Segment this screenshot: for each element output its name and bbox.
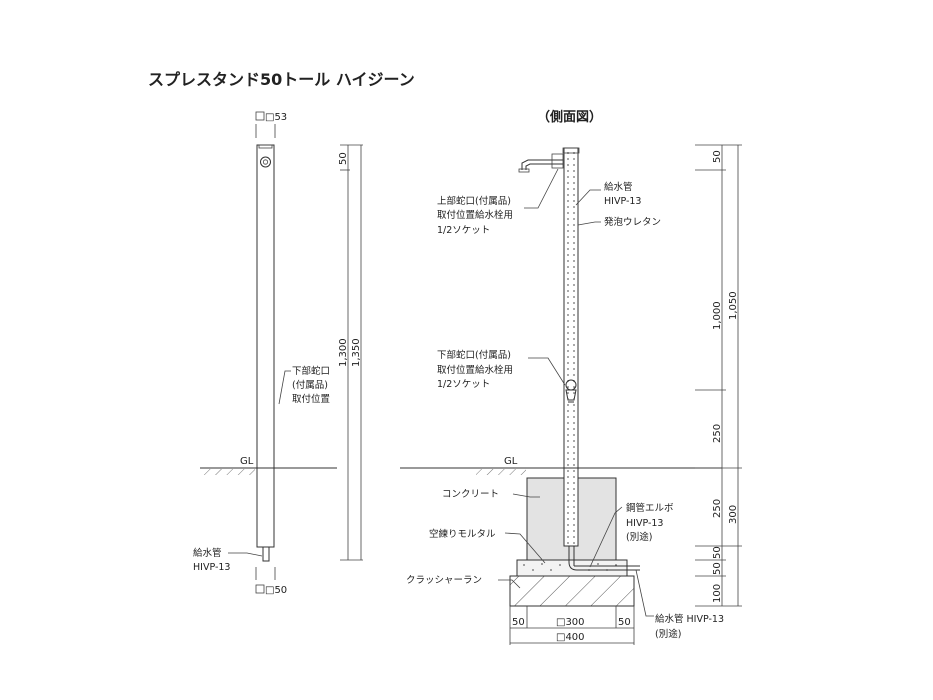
bottom-pipe-label-1: 給水管 HIVP-13 xyxy=(655,613,724,625)
crusher-run-label: クラッシャーラン xyxy=(406,575,482,586)
front-gl-label: GL xyxy=(240,456,254,467)
dim-right-50-top: 50 xyxy=(712,150,723,163)
upper-faucet-label-2: 取付位置給水栓用 xyxy=(437,209,513,221)
upper-faucet-label-3: 1/2ソケット xyxy=(437,225,490,236)
upper-faucet-label-1: 上部蛇口(付属品) xyxy=(437,195,511,207)
mortar-label: 空練りモルタル xyxy=(429,528,496,540)
front-bottom-size: □50 xyxy=(265,585,287,596)
dim-bottom-left-50: 50 xyxy=(512,617,525,628)
foam-label: 発泡ウレタン xyxy=(604,216,661,228)
dim-right-1050: 1,050 xyxy=(728,291,739,320)
lower-faucet-label-1: 下部蛇口(付属品) xyxy=(437,349,511,361)
dim-right-250-lower: 250 xyxy=(712,499,723,518)
front-faucet-label-3: 取付位置 xyxy=(292,393,330,405)
mortar-layer xyxy=(516,559,628,577)
front-view: □53 □50 GL 下部蛇口 (付属品) 取付位置 給水管 HIVP-13 xyxy=(193,111,363,596)
elbow-label-1: 鋼管エルボ xyxy=(626,502,674,514)
side-post xyxy=(563,147,579,547)
side-view-title: （側面図） xyxy=(537,109,602,125)
side-view: （側面図） xyxy=(400,109,742,645)
elbow-label-3: (別途) xyxy=(626,531,652,543)
supply-pipe-label-2: HIVP-13 xyxy=(604,196,641,207)
supply-pipe-label-1: 給水管 xyxy=(604,181,633,193)
dim-right-50-mid: 50 xyxy=(712,546,723,559)
dim-right-50-low: 50 xyxy=(712,562,723,575)
dim-right-300: 300 xyxy=(728,505,739,524)
side-gl-label: GL xyxy=(504,456,518,467)
front-dim-1300: 1,300 xyxy=(338,338,349,367)
front-dim-1350: 1,350 xyxy=(351,338,362,367)
dim-bottom-300: □300 xyxy=(556,617,585,628)
front-top-size: □53 xyxy=(265,112,287,123)
bottom-pipe-label-2: (別途) xyxy=(655,628,681,640)
dim-right-100: 100 xyxy=(712,584,723,603)
concrete-label: コンクリート xyxy=(442,489,499,500)
front-dim-50: 50 xyxy=(338,152,349,165)
elbow-label-2: HIVP-13 xyxy=(626,518,663,529)
dim-right-250-upper: 250 xyxy=(712,424,723,443)
dim-right-1000: 1,000 xyxy=(712,301,723,330)
lower-faucet-label-3: 1/2ソケット xyxy=(437,379,490,390)
front-faucet-label-2: (付属品) xyxy=(292,380,328,391)
upper-faucet xyxy=(521,159,563,170)
front-supply-pipe xyxy=(262,546,270,562)
page-title: スプレスタンド50トール ハイジーン xyxy=(148,70,415,89)
crusher-run-layer xyxy=(509,575,635,607)
dim-bottom-400: □400 xyxy=(556,632,585,643)
front-pipe-label-2: HIVP-13 xyxy=(193,562,230,573)
dim-bottom-right-50: 50 xyxy=(618,617,631,628)
lower-faucet xyxy=(565,379,577,403)
lower-faucet-label-2: 取付位置給水栓用 xyxy=(437,364,513,376)
front-faucet-label-1: 下部蛇口 xyxy=(292,365,330,377)
front-pipe-label-1: 給水管 xyxy=(193,547,222,559)
front-post xyxy=(256,144,275,548)
front-faucet-fitting xyxy=(260,156,271,168)
